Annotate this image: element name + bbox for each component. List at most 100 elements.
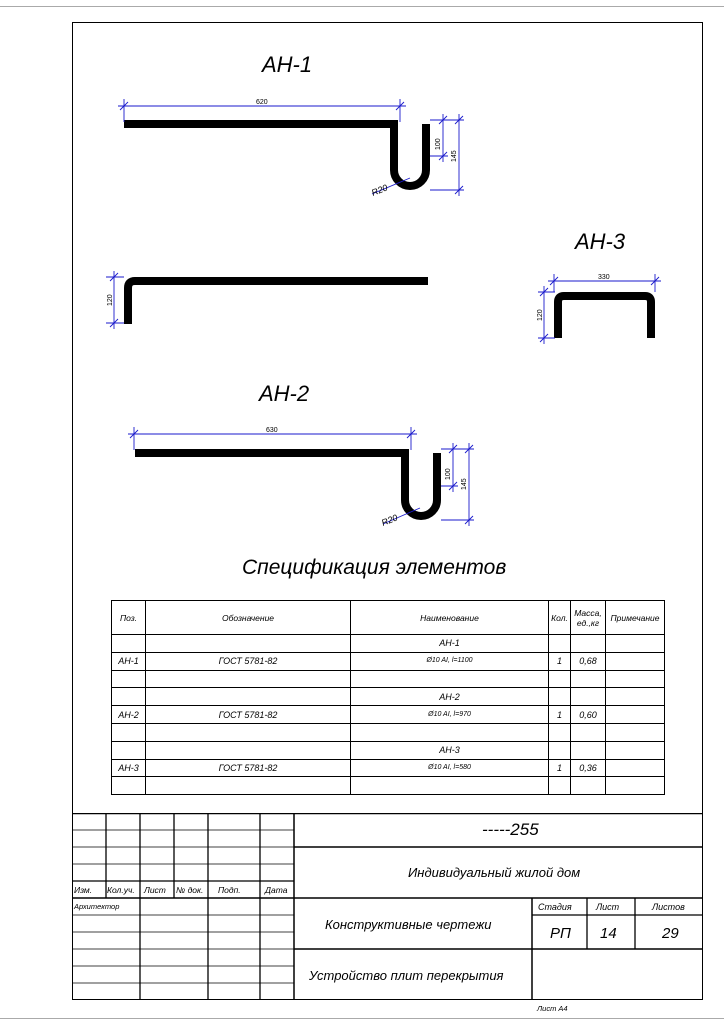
table-row: АН-2 [111,687,665,707]
sheet-format: Лист А4 [537,1004,568,1013]
drawing-title-an2: АН-2 [259,381,310,406]
spec-cell-name: Ø10 AI, l=580 [350,759,549,778]
spec-cell-designation: ГОСТ 5781-82 [145,705,351,724]
bar-an1: 620 100 145 R20 [118,99,464,198]
spec-cell-name: Ø10 AI, l=970 [350,705,549,724]
top-edge-line [0,6,724,7]
spec-cell-name [350,670,549,689]
spec-cell-name: АН-3 [350,741,549,760]
dim-an1-radius: R20 [370,182,389,197]
spec-cell-designation [145,741,351,760]
table-row: АН-3 [111,741,665,760]
spec-header-note: Примечание [605,600,665,635]
drawing-title-an1: АН-1 [262,52,313,77]
rebar-drawings: 620 100 145 R20 120 330 [106,99,661,528]
spec-cell-qty [548,741,571,760]
col-header-kolich: Кол.уч. [107,885,135,895]
spec-cell-designation [145,723,351,742]
spec-cell-qty: 1 [548,652,571,671]
spec-cell-name: АН-1 [350,634,549,653]
section-name: Конструктивные чертежи [325,917,492,932]
dim-an2-length: 630 [266,427,278,434]
spec-cell-pos: АН-1 [111,652,146,671]
table-row [111,670,665,689]
spec-cell-note [605,652,665,671]
dim-an1-length: 620 [256,99,268,106]
spec-cell-mass [570,634,606,653]
spec-cell-qty [548,776,571,796]
spec-cell-pos [111,776,146,796]
spec-cell-qty [548,634,571,653]
spec-cell-qty: 1 [548,759,571,778]
col-header-sign: Подп. [218,885,241,895]
spec-table: Поз. Обозначение Наименование Кол. Масса… [111,600,665,796]
sheet-label: Лист [596,902,620,912]
spec-header-qty: Кол. [548,600,571,635]
spec-cell-mass [570,687,606,707]
table-row [111,776,665,796]
spec-cell-qty: 1 [548,705,571,724]
spec-header-mass: Масса, ед.,кг [570,600,606,635]
spec-cell-qty [548,687,571,707]
spec-cell-pos: АН-3 [111,759,146,778]
spec-cell-note [605,723,665,742]
project-code: -----255 [482,820,539,839]
sheets-value: 29 [662,925,679,942]
spec-cell-note [605,634,665,653]
spec-cell-note [605,741,665,760]
bar-an3: 330 120 [537,274,661,344]
spec-header-pos: Поз. [111,600,146,635]
bottom-edge-line [0,1018,724,1019]
spec-cell-qty [548,723,571,742]
dim-an2-inner: 100 [445,468,452,480]
sheets-label: Листов [652,902,685,912]
role-architect: Архитектор [74,902,120,911]
spec-header-name: Наименование [350,600,549,635]
spec-header-designation: Обозначение [145,600,351,635]
spec-cell-designation: ГОСТ 5781-82 [145,759,351,778]
spec-cell-name: АН-2 [350,687,549,707]
drawing-title-an3: АН-3 [575,229,626,254]
title-block-grid [72,813,703,1000]
spec-cell-pos: АН-2 [111,705,146,724]
spec-cell-designation: ГОСТ 5781-82 [145,652,351,671]
bar-bent: 120 [106,271,428,329]
col-header-date: Дата [265,885,288,895]
stage-value: РП [550,925,571,942]
dim-an3-length: 330 [598,274,610,281]
spec-cell-pos [111,741,146,760]
spec-cell-pos [111,670,146,689]
spec-cell-pos [111,723,146,742]
spec-cell-designation [145,776,351,796]
dim-an3-height: 120 [537,309,544,321]
spec-cell-pos [111,687,146,707]
col-header-list: Лист [144,885,166,895]
sheet-value: 14 [600,925,617,942]
spec-cell-qty [548,670,571,689]
spec-cell-note [605,705,665,724]
spec-cell-pos [111,634,146,653]
sheet-title: Устройство плит перекрытия [309,968,504,983]
spec-cell-name: Ø10 AI, l=1100 [350,652,549,671]
spec-cell-mass [570,670,606,689]
spec-cell-designation [145,634,351,653]
table-row [111,723,665,742]
spec-cell-name [350,723,549,742]
spec-header-row: Поз. Обозначение Наименование Кол. Масса… [111,600,665,635]
dim-an2-outer: 145 [461,478,468,490]
drawing-frame [72,22,703,1000]
spec-cell-mass [570,776,606,796]
bar-an2: 630 100 145 R20 [128,427,474,528]
spec-cell-note [605,687,665,707]
spec-cell-mass [570,741,606,760]
spec-cell-mass [570,723,606,742]
project-name: Индивидуальный жилой дом [408,865,581,880]
dim-bent-height: 120 [107,294,114,306]
spec-cell-note [605,670,665,689]
col-header-izm: Изм. [74,885,93,895]
col-header-doc: № док. [176,885,204,895]
spec-cell-designation [145,687,351,707]
